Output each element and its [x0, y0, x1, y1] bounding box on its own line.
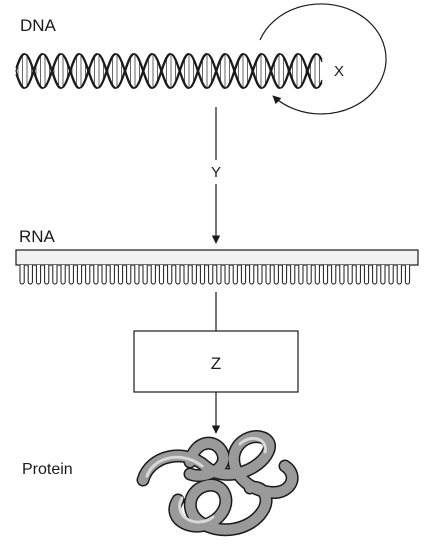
rna-base [183, 265, 189, 285]
rna-base [27, 265, 33, 285]
rna-base [216, 265, 222, 285]
rna-base [281, 265, 288, 285]
rna-base [396, 265, 402, 285]
helix-backbone [15, 53, 323, 89]
rna-bases [19, 265, 411, 285]
rna-base [224, 265, 230, 285]
transcription-label: Y [211, 164, 221, 181]
rna-base [208, 265, 214, 285]
rna-base [240, 265, 247, 285]
rna-base [93, 265, 99, 285]
rna-base [388, 265, 394, 285]
rna-base [44, 265, 50, 285]
rna-base [175, 265, 181, 285]
folded-protein-icon [136, 430, 299, 537]
rna-base [101, 265, 107, 285]
rna-base [52, 265, 58, 285]
rna-strand [15, 249, 419, 266]
rna-base [339, 265, 345, 285]
rna-base [355, 265, 361, 285]
rna-base [249, 265, 255, 285]
rna-base [35, 265, 42, 285]
rna-base [322, 265, 329, 285]
rna-base [117, 265, 124, 285]
double-helix-icon [15, 53, 323, 89]
helix-backbone [15, 53, 323, 89]
rna-base [199, 265, 206, 285]
rna-label: RNA [19, 227, 56, 246]
rna-base [404, 265, 411, 285]
rna-base [158, 265, 165, 285]
rna-base [126, 265, 132, 285]
rna-base [363, 265, 370, 285]
rna-base [232, 265, 238, 285]
replication-cycle-arrow [259, 3, 387, 115]
rna-base [265, 265, 271, 285]
translation-box [133, 330, 299, 393]
protein-label: Protein [22, 461, 73, 478]
rna-base [273, 265, 279, 285]
rna-base [142, 265, 148, 285]
dna-label: DNA [20, 16, 57, 35]
rna-base [60, 265, 66, 285]
rna-base [372, 265, 378, 285]
rna-base [314, 265, 320, 285]
rna-base [331, 265, 337, 285]
rna-base [150, 265, 156, 285]
rna-base [257, 265, 263, 285]
rna-base [167, 265, 173, 285]
rna-base [76, 265, 83, 285]
translation-label: Z [211, 354, 221, 373]
replication-label: X [334, 63, 344, 80]
rna-base [191, 265, 197, 285]
rna-base [298, 265, 304, 285]
rna-base [380, 265, 386, 285]
rna-base [109, 265, 115, 285]
rna-base [68, 265, 74, 285]
rna-base [134, 265, 140, 285]
rna-base [85, 265, 91, 285]
rna-base [19, 265, 25, 285]
rna-base [347, 265, 353, 285]
rna-base [290, 265, 296, 285]
rna-base [306, 265, 312, 285]
